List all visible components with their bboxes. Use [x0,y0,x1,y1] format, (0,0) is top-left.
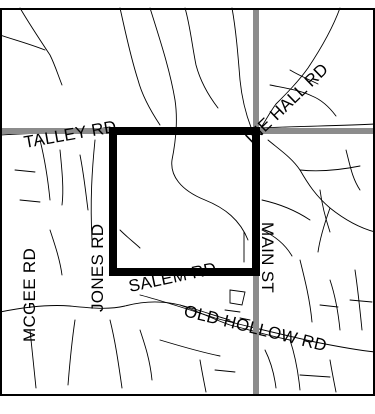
road-segment [19,7,63,86]
road-segment [119,7,161,126]
road-segment [139,329,153,381]
road-segment [0,34,46,51]
road-segment [289,339,301,391]
road-segment [319,189,331,233]
road-segment [231,7,253,131]
road-segment [14,169,36,173]
road-segment [317,207,331,253]
road-segment [264,349,277,389]
road-segment [239,317,251,321]
road-segment [261,199,311,221]
road-segment [299,374,331,378]
road-segment [149,7,249,241]
road-segment [267,139,375,233]
road-segment [49,229,63,276]
road-segment [19,199,41,203]
road-segment [179,304,291,341]
road-segment [29,329,37,389]
road-segment [319,304,339,308]
map-border [0,8,375,396]
road-segment [261,7,341,127]
road-segment [79,154,89,211]
road-segment [214,369,236,373]
road-segment [299,165,361,172]
road-segment [224,309,241,313]
road-segment [269,84,337,117]
label-main-st: MAIN ST [258,222,277,293]
road-segment [119,229,141,249]
road-segment [299,259,313,323]
road-segment [159,339,221,357]
road-segment [59,149,64,206]
road-segment [109,319,123,389]
road-segment [67,319,76,386]
road-segment [261,229,293,257]
road-segment [349,299,373,303]
road-segment [354,269,363,331]
road-segment [329,279,341,331]
label-jones-rd: JONES RD [88,224,107,312]
road-segment [199,359,207,393]
study-area-boundary[interactable] [109,127,260,276]
road-segment [229,289,246,306]
road-segment [329,359,337,393]
road-segment [90,139,96,241]
road-segment [184,7,219,109]
road-segment [259,123,375,129]
road-segment [289,69,319,85]
road-segment [345,149,361,191]
minor-roads [0,7,375,393]
road-segment [39,139,51,201]
road-segment [0,301,231,321]
label-mcgee-rd: MCGEE RD [20,248,39,342]
